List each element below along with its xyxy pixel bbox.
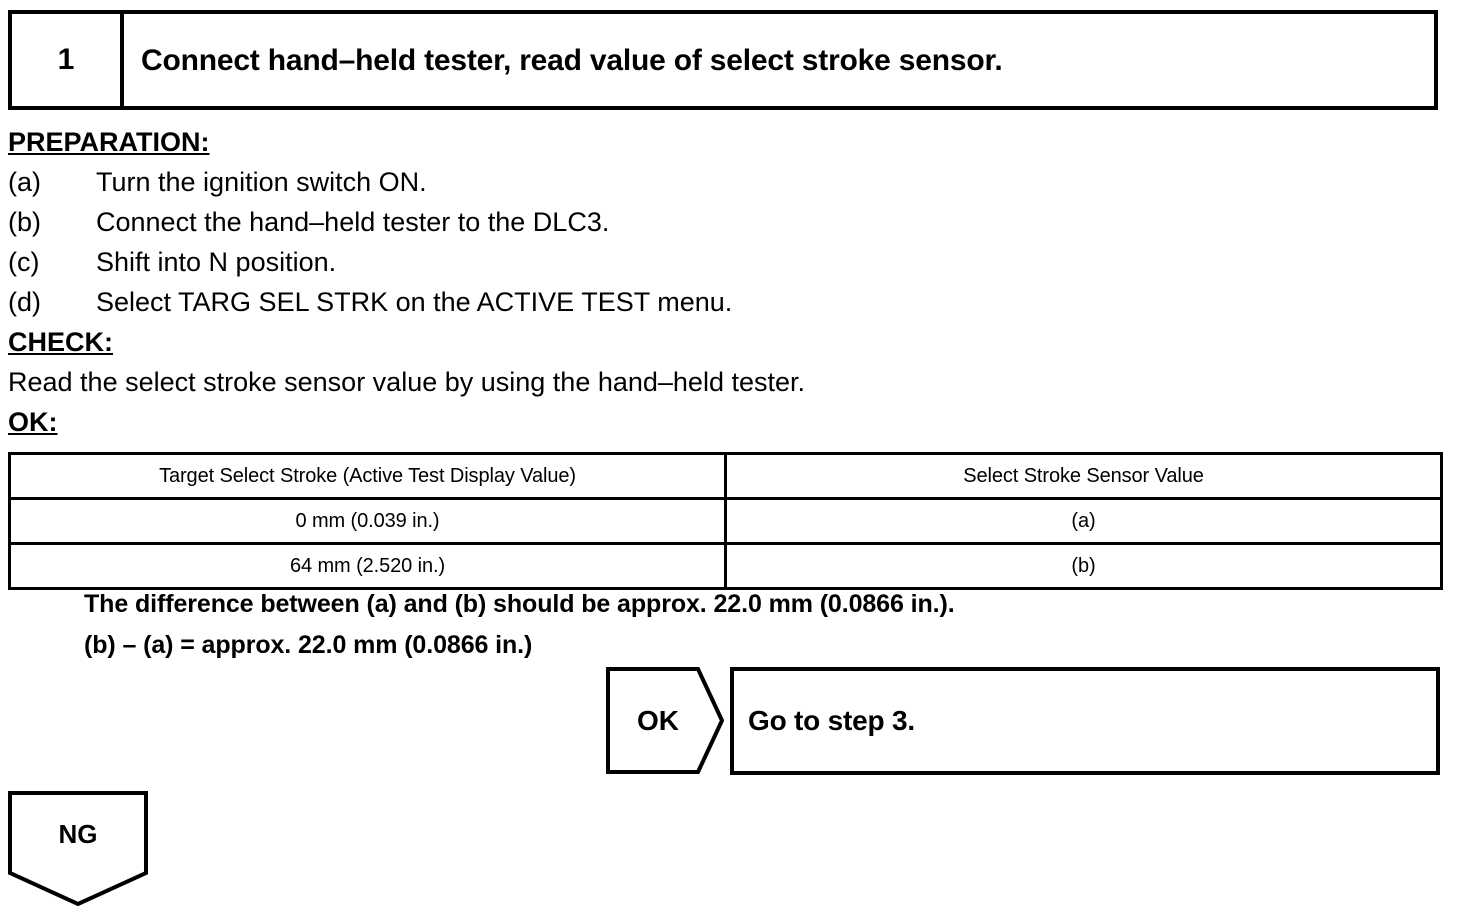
table-cell: 64 mm (2.520 in.) <box>8 542 727 590</box>
table-cell: 0 mm (0.039 in.) <box>8 497 727 545</box>
preparation-item-c: (c) Shift into N position. <box>8 242 1448 282</box>
table-row: 0 mm (0.039 in.) (a) <box>8 497 1443 545</box>
list-text: Select TARG SEL STRK on the ACTIVE TEST … <box>96 287 733 317</box>
table-header-cell: Target Select Stroke (Active Test Displa… <box>8 452 727 500</box>
spec-table: Target Select Stroke (Active Test Displa… <box>8 452 1443 590</box>
table-cell: (b) <box>724 542 1443 590</box>
list-text: Shift into N position. <box>96 247 337 277</box>
step-title-cell: Connect hand–held tester, read value of … <box>124 14 1434 106</box>
difference-note: The difference between (a) and (b) shoul… <box>84 584 1284 666</box>
difference-note-line-2: (b) – (a) = approx. 22.0 mm (0.0866 in.) <box>84 631 533 659</box>
difference-note-line-1: The difference between (a) and (b) shoul… <box>84 590 955 618</box>
list-marker: (b) <box>8 207 41 237</box>
step-header-box: 1 Connect hand–held tester, read value o… <box>8 10 1438 110</box>
table-row: 64 mm (2.520 in.) (b) <box>8 542 1443 590</box>
preparation-item-a: (a) Turn the ignition switch ON. <box>8 162 1448 202</box>
preparation-heading: PREPARATION: <box>8 127 210 157</box>
table-cell: (a) <box>724 497 1443 545</box>
list-text: Turn the ignition switch ON. <box>96 167 427 197</box>
check-heading-row: CHECK: <box>8 322 1448 362</box>
step-number: 1 <box>57 43 75 76</box>
check-heading: CHECK: <box>8 327 113 357</box>
ok-result-box: Go to step 3. <box>730 667 1440 775</box>
ok-heading: OK: <box>8 407 58 437</box>
table-header-row: Target Select Stroke (Active Test Displa… <box>8 452 1443 500</box>
ok-heading-row: OK: <box>8 402 1448 442</box>
ok-result-text: Go to step 3. <box>748 705 915 736</box>
ng-branch-arrow <box>8 791 148 906</box>
preparation-heading-row: PREPARATION: <box>8 122 1448 162</box>
list-marker: (d) <box>8 287 41 317</box>
table-header-cell: Select Stroke Sensor Value <box>724 452 1443 500</box>
list-marker: (a) <box>8 167 41 197</box>
list-text: Connect the hand–held tester to the DLC3… <box>96 207 610 237</box>
check-text: Read the select stroke sensor value by u… <box>8 367 806 397</box>
preparation-item-b: (b) Connect the hand–held tester to the … <box>8 202 1448 242</box>
ok-branch-arrow <box>606 667 724 774</box>
list-marker: (c) <box>8 247 40 277</box>
instruction-body: PREPARATION: (a) Turn the ignition switc… <box>8 122 1448 442</box>
step-number-cell: 1 <box>12 14 124 106</box>
step-title: Connect hand–held tester, read value of … <box>141 43 1003 77</box>
preparation-item-d: (d) Select TARG SEL STRK on the ACTIVE T… <box>8 282 1448 322</box>
